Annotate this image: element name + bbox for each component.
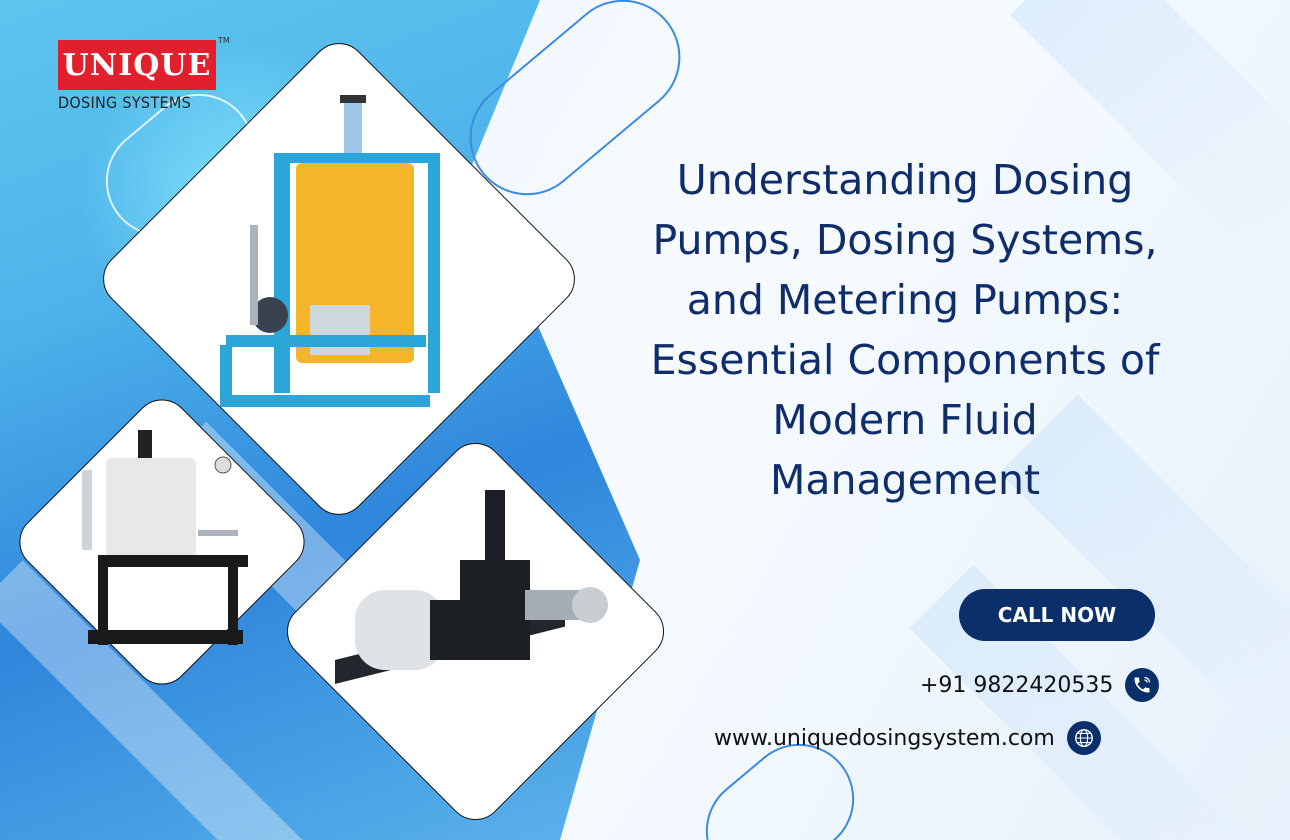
logo-subtitle: DOSING SYSTEMS [58,93,192,112]
globe-glyph-icon [1074,729,1093,747]
headline-line: Pumps, Dosing Systems, [652,216,1158,264]
phone-contact[interactable]: +91 9822420535 [920,668,1160,702]
phone-glyph-icon [1134,676,1151,693]
dosing-system-yellow-illustration [220,95,440,407]
globe-icon[interactable] [1066,721,1101,755]
product-image-white-tank-system [78,430,253,650]
brand-logo: UNIQUE TM DOSING SYSTEMS [58,36,230,112]
dosing-system-white-illustration [82,430,248,645]
headline-line: Understanding Dosing [676,156,1134,204]
phone-number[interactable]: +91 9822420535 [920,672,1114,698]
website-link[interactable]: www.uniquedosingsystem.com [714,725,1055,751]
headline: Understanding Dosing Pumps, Dosing Syste… [600,150,1210,510]
phone-icon[interactable] [1125,668,1160,702]
metering-pump-illustration [335,490,608,684]
headline-line: and Metering Pumps: [686,276,1124,324]
headline-line: Essential Components of [650,336,1160,384]
call-now-button[interactable]: CALL NOW [959,589,1155,641]
headline-line: Management [769,456,1041,504]
product-image-yellow-tank-system [210,95,450,425]
trademark-symbol: TM [218,36,230,45]
website-contact[interactable]: www.uniquedosingsystem.com [714,721,1101,755]
product-image-metering-pump [335,490,625,730]
logo-wordmark: UNIQUE [58,40,216,90]
headline-line: Modern Fluid [772,396,1038,444]
